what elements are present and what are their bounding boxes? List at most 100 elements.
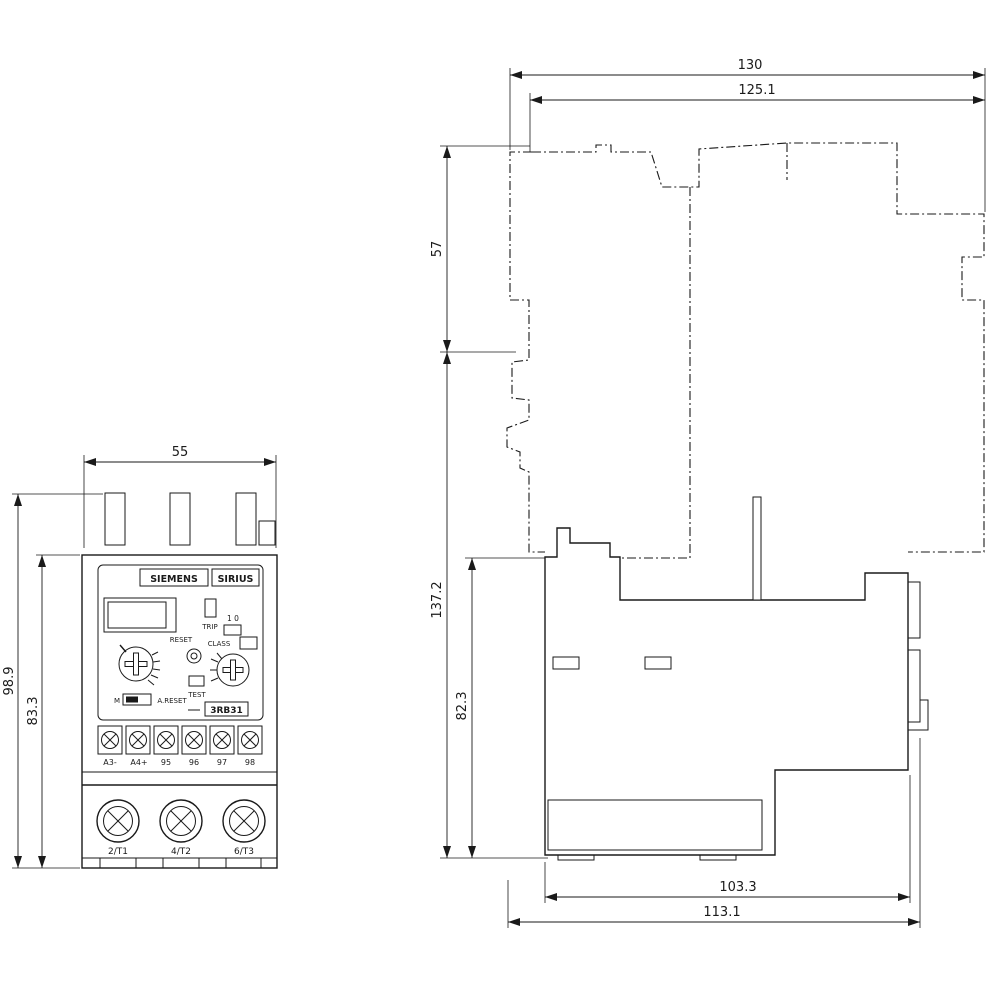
dim-depth-relay-label: 103.3	[719, 880, 756, 895]
aux-screw	[185, 731, 203, 749]
relay-vent-slot	[552, 656, 580, 670]
dial-tick	[151, 651, 159, 656]
brand-label: SIEMENS	[150, 574, 198, 585]
side-dim-width-overall: 130	[509, 58, 986, 212]
relay-connector-detail	[907, 581, 921, 639]
brand-box	[139, 568, 209, 587]
dim-depth-overall-label: 113.1	[703, 905, 740, 920]
dial-slot-v	[230, 659, 236, 681]
main-terminal-label: 4/T2	[171, 847, 191, 857]
main-screw	[222, 799, 266, 843]
relay-foot	[557, 854, 595, 861]
aux-screw	[101, 731, 119, 749]
contactor-front-face	[612, 187, 691, 559]
relay-vent-slot	[644, 656, 672, 670]
dim-height-total-label: 98.9	[2, 667, 17, 696]
dim-height-body-label: 83.3	[26, 697, 41, 726]
clamp-1	[104, 492, 126, 546]
trip-flag	[204, 598, 217, 618]
model-box	[204, 701, 249, 717]
side-dim-height-lower: 137.2	[430, 352, 548, 859]
dial-tick	[150, 674, 159, 679]
relay-side-outline	[544, 496, 929, 861]
trip-label: TRIP	[201, 623, 217, 631]
main-terminal-label: 2/T1	[108, 847, 128, 857]
class-selector-box	[239, 636, 258, 650]
aux-terminal-box	[97, 725, 123, 755]
aux-screw	[213, 731, 231, 749]
dim-width-overall-label: 130	[738, 58, 763, 73]
side-dim-depth-relay: 103.3	[544, 775, 911, 903]
side-tab	[258, 520, 276, 546]
dim-width-label: 55	[172, 445, 189, 460]
aux-terminal-box	[181, 725, 207, 755]
aux-terminal-box	[209, 725, 235, 755]
class-dial	[210, 652, 250, 687]
dim-height-lower-label: 137.2	[430, 581, 445, 618]
reset-mode-knob	[126, 696, 138, 703]
aux-screw	[129, 731, 147, 749]
dial-tick	[210, 677, 219, 682]
side-dim-depth-overall: 113.1	[507, 738, 921, 928]
display-inner	[107, 601, 167, 629]
test-label: TEST	[187, 691, 206, 699]
front-dim-width: 55	[83, 445, 277, 548]
trip-switch-box	[223, 624, 242, 636]
side-dim-height-upper: 57	[430, 145, 530, 353]
aux-terminal-box	[125, 725, 151, 755]
reset-button-inner	[190, 652, 198, 660]
front-dim-height-body: 83.3	[26, 554, 80, 868]
dial-tick	[210, 658, 219, 663]
mode-m-label: M	[114, 697, 120, 705]
aux-terminal-row: A3- A4+ 95 96 97 98	[82, 725, 277, 786]
contactor-top-right-profile	[532, 142, 985, 553]
series-box	[211, 568, 260, 587]
reset-label: RESET	[170, 636, 193, 644]
aux-terminal-box	[237, 725, 263, 755]
dial-tick	[147, 679, 155, 686]
side-view: 130 125.1 57 137.2 82.3	[430, 58, 986, 928]
aux-terminal-label: 95	[161, 758, 171, 767]
dim-height-upper-label: 57	[430, 241, 445, 258]
aux-terminal-label: 98	[245, 758, 255, 767]
dial-tick	[216, 652, 223, 660]
test-button	[188, 675, 205, 687]
front-view: 55 98.9 83.3 SIEMENS	[2, 445, 278, 869]
class-label: CLASS	[208, 640, 231, 648]
dial-pointer	[119, 644, 127, 653]
relay-terminal-area	[547, 799, 763, 851]
side-dim-height-relay: 82.3	[455, 557, 550, 858]
aux-screw	[241, 731, 259, 749]
aux-terminal-box	[153, 725, 179, 755]
main-terminal-label: 6/T3	[234, 847, 254, 857]
model-label: 3RB31	[210, 706, 243, 716]
relay-foot	[699, 854, 737, 861]
aux-terminal-label: 97	[217, 758, 227, 767]
reset-button	[186, 648, 202, 664]
dial-slot-v	[133, 652, 139, 676]
front-panel	[97, 564, 264, 721]
aux-terminal-label: A4+	[130, 758, 147, 767]
aux-terminal-label: 96	[189, 758, 199, 767]
relay-lever-pin	[752, 496, 762, 601]
clamp-2	[169, 492, 191, 546]
main-screw	[159, 799, 203, 843]
current-dial	[118, 644, 161, 686]
relay-connector-bracket	[908, 699, 929, 731]
side-dim-width-device: 125.1	[529, 83, 985, 152]
aux-screw	[157, 731, 175, 749]
main-terminal-block: 2/T1 4/T2 6/T3	[82, 799, 277, 868]
dim-height-relay-label: 82.3	[455, 692, 470, 721]
dial-tick	[152, 660, 161, 663]
relay-body-profile	[544, 527, 909, 856]
contactor-phantom-outline	[506, 142, 985, 559]
relay-connector-detail	[907, 649, 921, 723]
a-reset-label: A.RESET	[157, 697, 187, 705]
dial-tick	[152, 668, 161, 671]
front-dim-height-total: 98.9	[2, 493, 103, 869]
contactor-din-clip-profile	[506, 151, 545, 553]
dim-width-device-label: 125.1	[738, 83, 775, 98]
main-screw	[96, 799, 140, 843]
